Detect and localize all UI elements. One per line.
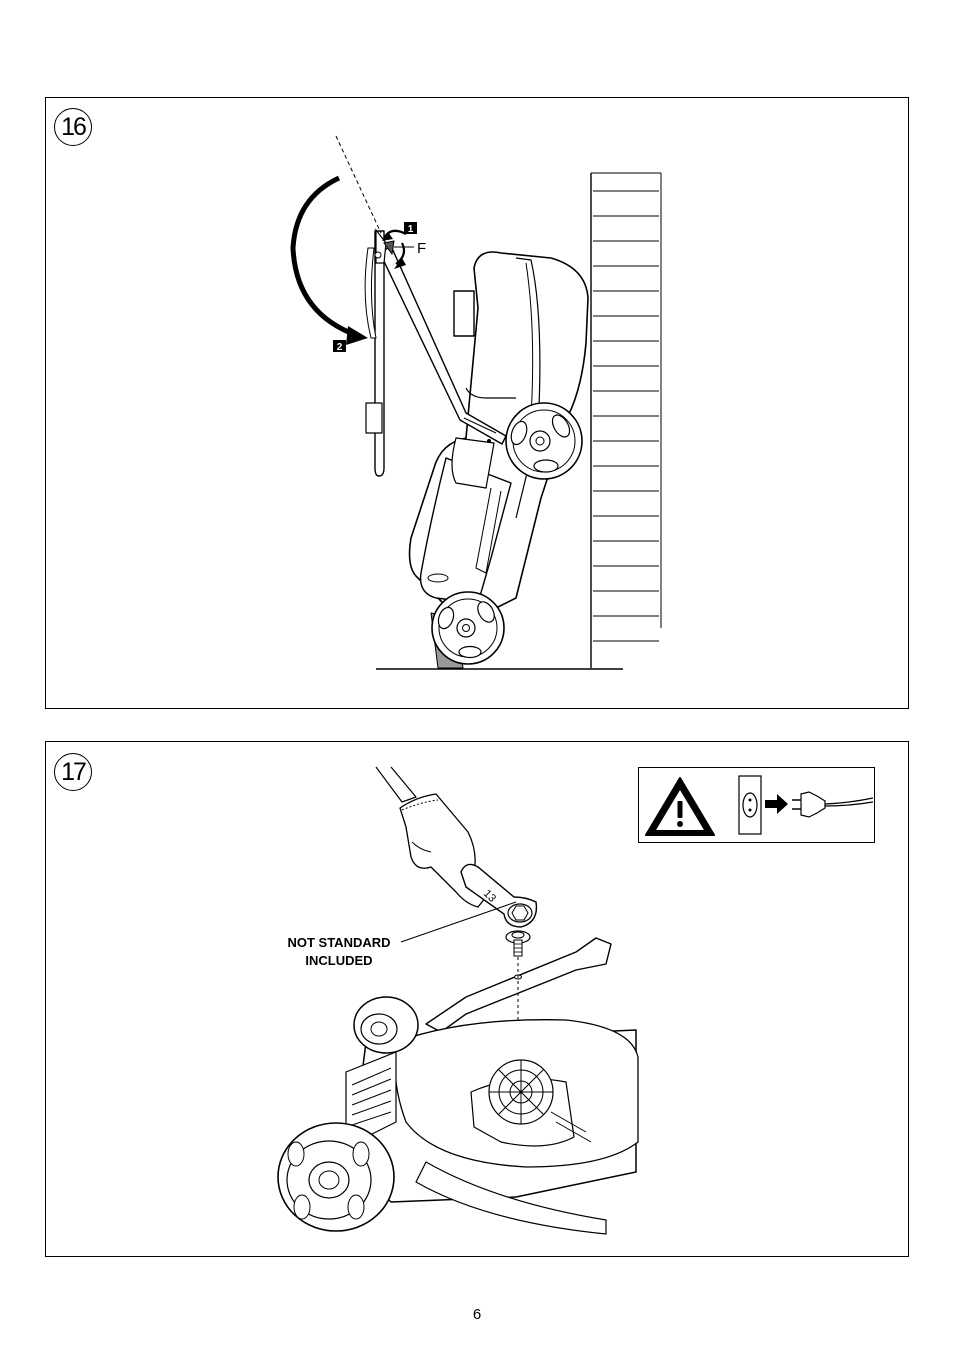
wall-scale-icon	[591, 173, 661, 668]
wheel-lower-icon	[432, 592, 504, 664]
mower-wheel-front-icon	[278, 1123, 394, 1231]
not-standard-included-callout: NOT STANDARD INCLUDED	[279, 934, 399, 970]
figure-17-panel: 17	[45, 741, 909, 1257]
callout-leader-line	[401, 902, 516, 942]
mower-wheel-rear-icon	[354, 997, 418, 1053]
step-label-2: 2	[337, 342, 343, 353]
step-label-1: 1	[408, 224, 414, 235]
page-number: 6	[457, 1306, 497, 1323]
figure-16-panel: 16	[45, 97, 909, 709]
wheel-upper-icon	[506, 403, 582, 479]
rotation-arrow-icon	[293, 178, 368, 345]
mower-upright-illustration: F 1 2	[46, 98, 908, 708]
bolt-washer-icon	[506, 931, 530, 956]
pivot-label: F	[417, 240, 426, 257]
blade-removal-illustration: 13	[46, 742, 908, 1256]
